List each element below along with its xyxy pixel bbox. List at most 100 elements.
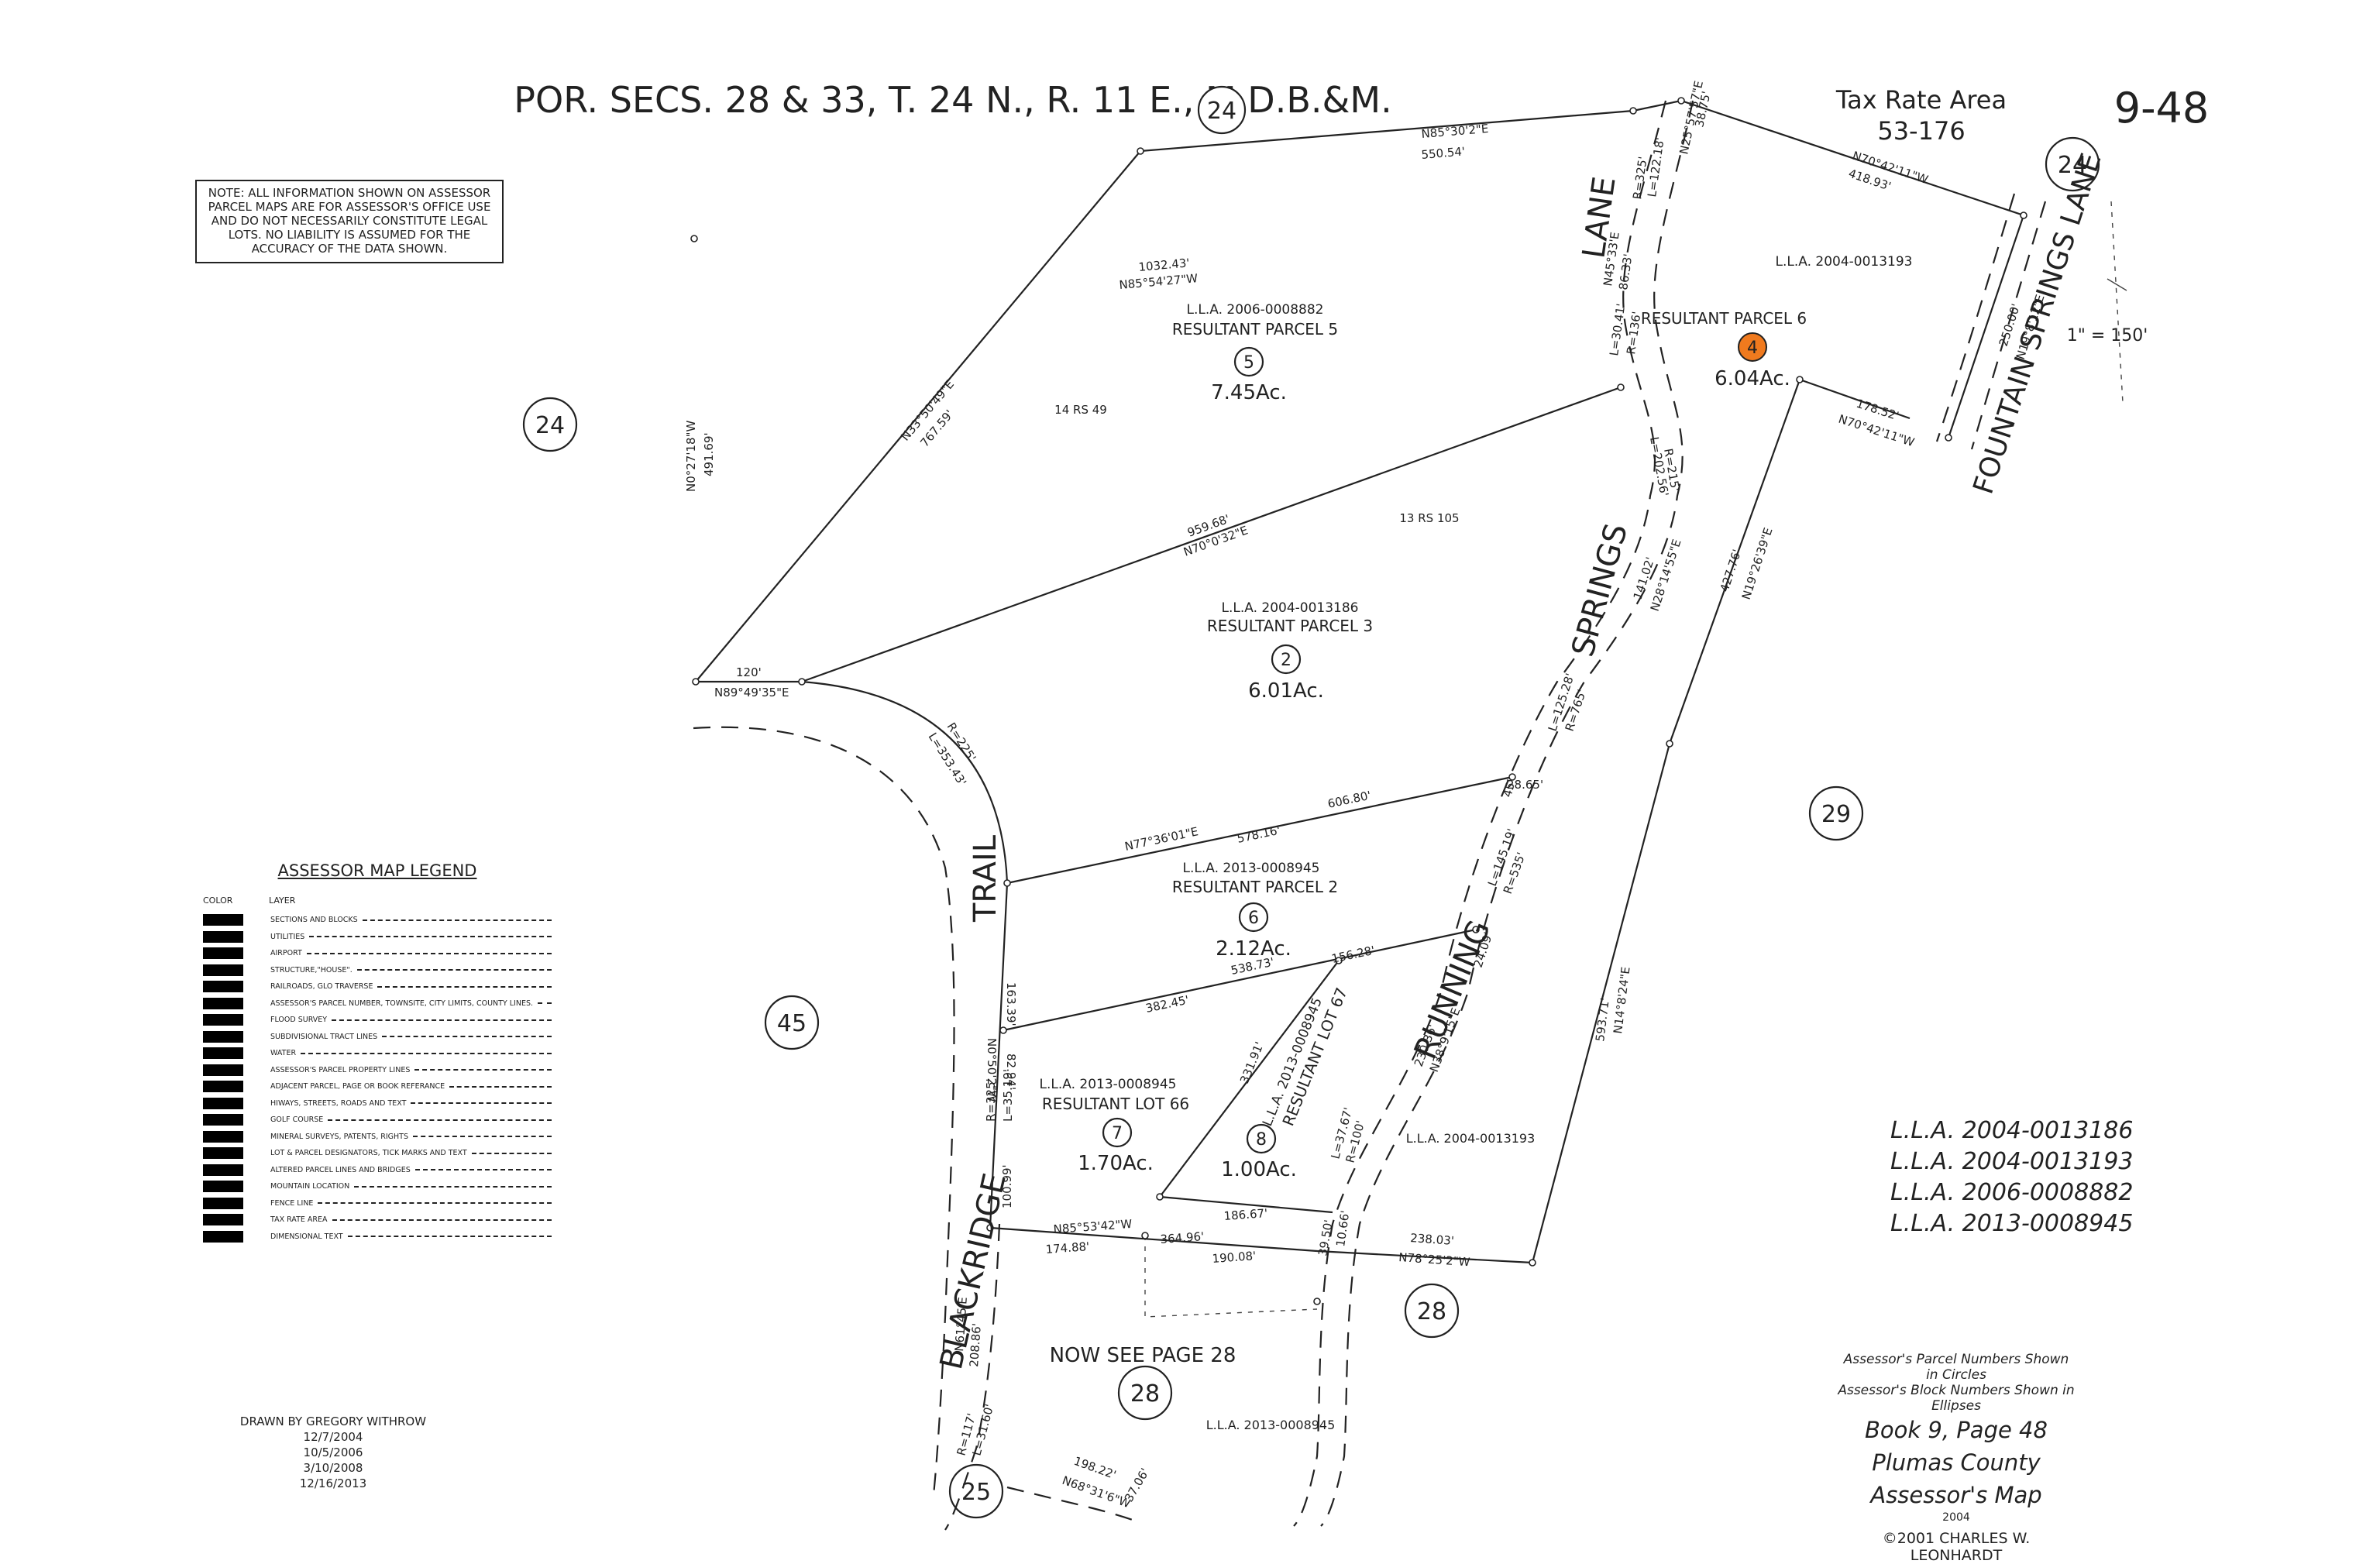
parcel-2-lla: L.L.A. 2013-0008945 — [1183, 861, 1320, 876]
legend-row: ASSESSOR'S PARCEL PROPERTY LINES — [203, 1062, 552, 1079]
legend-label: ASSESSOR'S PARCEL NUMBER, TOWNSITE, CITY… — [270, 999, 534, 1008]
legend-swatch — [203, 1114, 243, 1126]
svg-text:N61°45'E: N61°45'E — [952, 1297, 970, 1353]
road-label-springs: SPRINGS — [1565, 520, 1635, 660]
parcel-3[interactable]: L.L.A. 2004-0013186 RESULTANT PARCEL 3 2… — [1207, 600, 1373, 703]
lla-reference: L.L.A. 2013-0008945 — [1890, 1210, 2134, 1237]
legend-row: MINERAL SURVEYS, PATENTS, RIGHTS — [203, 1129, 552, 1146]
svg-text:L=35.19': L=35.19' — [1001, 1069, 1015, 1122]
legend-title: ASSESSOR MAP LEGEND — [277, 861, 477, 880]
parcel-5[interactable]: L.L.A. 2006-0008882 RESULTANT PARCEL 5 5… — [1172, 302, 1338, 404]
parcel-6-name: RESULTANT PARCEL 6 — [1641, 309, 1807, 328]
legend-line-pattern — [328, 1119, 552, 1121]
parcel-5-number: 5 — [1243, 353, 1254, 373]
legend-row: FENCE LINE — [203, 1195, 552, 1212]
block-circle-24-left: 24 — [522, 397, 578, 452]
lot-66[interactable]: L.L.A. 2013-0008945 RESULTANT LOT 66 7 1… — [1040, 1077, 1190, 1175]
svg-text:28.65': 28.65' — [1507, 778, 1543, 792]
legend-header: COLOR LAYER — [203, 895, 552, 906]
svg-text:427.76': 427.76' — [1718, 548, 1745, 593]
parcel-3-lla: L.L.A. 2004-0013186 — [1222, 600, 1359, 616]
svg-text:100.99': 100.99' — [1000, 1164, 1014, 1208]
lla-reference-list: L.L.A. 2004-0013186 L.L.A. 2004-0013193 … — [1890, 1115, 2133, 1239]
legend-label: GOLF COURSE — [270, 1115, 324, 1125]
lot-66-number: 7 — [1112, 1124, 1123, 1143]
parcel-3-number: 2 — [1281, 651, 1291, 670]
legend-label: WATER — [270, 1049, 297, 1058]
legend-line-pattern — [411, 1102, 552, 1105]
legend-line-pattern — [414, 1069, 552, 1071]
lot-66-name: RESULTANT LOT 66 — [1042, 1095, 1189, 1113]
legend-swatch — [203, 1047, 243, 1060]
legend-label: RAILROADS, GLO TRAVERSE — [270, 982, 373, 992]
legend-color-header: COLOR — [203, 895, 233, 906]
legend-swatch — [203, 981, 243, 993]
map-footer: Assessor's Parcel Numbers Shown in Circl… — [1836, 1352, 2076, 1564]
legend-swatch — [203, 930, 243, 943]
legend-line-pattern — [332, 1019, 552, 1021]
drawn-date: 12/7/2004 — [303, 1430, 363, 1444]
svg-text:186.67': 186.67' — [1223, 1206, 1268, 1223]
parcel-2-number: 6 — [1248, 909, 1259, 928]
svg-text:24: 24 — [2058, 152, 2087, 179]
legend-swatch — [203, 1064, 243, 1076]
svg-text:208.86': 208.86' — [967, 1323, 984, 1368]
legend-row: MOUNTAIN LOCATION — [203, 1178, 552, 1195]
svg-text:24: 24 — [1207, 98, 1236, 125]
svg-text:37.06': 37.06' — [1122, 1466, 1152, 1504]
svg-text:N19°26'39"E: N19°26'39"E — [1739, 526, 1776, 601]
svg-text:24: 24 — [535, 412, 565, 439]
legend-line-pattern — [332, 1219, 552, 1221]
legend-swatch — [203, 1130, 243, 1143]
drawn-by-name: DRAWN BY GREGORY WITHROW — [239, 1414, 427, 1428]
legend-swatch — [203, 947, 243, 960]
svg-text:593.71': 593.71' — [1593, 997, 1612, 1042]
legend-label: UTILITIES — [270, 932, 305, 941]
parcel-2[interactable]: L.L.A. 2013-0008945 RESULTANT PARCEL 2 6… — [1172, 861, 1338, 961]
legend-line-pattern — [309, 936, 552, 938]
legend-row: AIRPORT — [203, 945, 552, 962]
legend-row: RAILROADS, GLO TRAVERSE — [203, 978, 552, 995]
north-arrow-icon — [2107, 201, 2127, 404]
legend-line-pattern — [306, 952, 552, 954]
legend-line-pattern — [471, 1152, 552, 1154]
now-see-page-28[interactable]: NOW SEE PAGE 28 — [1050, 1344, 1236, 1367]
assessor-map-legend: ASSESSOR MAP LEGEND COLOR LAYER SECTIONS… — [203, 861, 552, 1245]
block-circle-24-top: 24 — [1197, 85, 1247, 135]
svg-text:156.28': 156.28' — [1330, 944, 1376, 966]
legend-swatch — [203, 1097, 243, 1109]
legend-row: STRUCTURE,"HOUSE". — [203, 962, 552, 979]
circles-note: Assessor's Parcel Numbers Shown in Circl… — [1843, 1352, 2069, 1383]
svg-text:163.39': 163.39' — [1004, 982, 1018, 1026]
block-circle-28: 28 — [1404, 1283, 1460, 1339]
svg-text:28: 28 — [1130, 1380, 1160, 1408]
legend-row: TAX RATE AREA — [203, 1212, 552, 1229]
legend-swatch — [203, 1014, 243, 1026]
drawn-date: 12/16/2013 — [299, 1476, 367, 1490]
legend-line-pattern — [377, 985, 552, 988]
parcel-6[interactable]: RESULTANT PARCEL 6 4 6.04Ac. L.L.A. 2004… — [1641, 254, 1913, 390]
map-year: 2004 — [1942, 1511, 1970, 1524]
svg-text:491.69': 491.69' — [702, 432, 716, 476]
legend-swatch — [203, 997, 243, 1009]
legend-line-pattern — [449, 1085, 552, 1088]
legend-line-pattern — [382, 1036, 552, 1038]
svg-text:174.88': 174.88' — [1045, 1239, 1090, 1256]
legend-label: ALTERED PARCEL LINES AND BRIDGES — [270, 1165, 411, 1174]
legend-row: GOLF COURSE — [203, 1112, 552, 1129]
legend-line-pattern — [362, 919, 552, 921]
svg-text:N77°36'01"E: N77°36'01"E — [1123, 824, 1199, 854]
legend-row: ALTERED PARCEL LINES AND BRIDGES — [203, 1162, 552, 1179]
legend-label: AIRPORT — [270, 949, 302, 958]
svg-text:N85°53'42"W: N85°53'42"W — [1053, 1217, 1133, 1236]
legend-label: SUBDIVISIONAL TRACT LINES — [270, 1032, 378, 1041]
copyright: ©2001 CHARLES W. LEONHARDT — [1882, 1530, 2031, 1564]
record-survey-14-rs-49: 14 RS 49 — [1054, 403, 1107, 417]
svg-text:29: 29 — [1821, 801, 1851, 828]
legend-label: MINERAL SURVEYS, PATENTS, RIGHTS — [270, 1132, 408, 1141]
legend-label: HIWAYS, STREETS, ROADS AND TEXT — [270, 1098, 407, 1108]
svg-text:N68°31'6"W: N68°31'6"W — [1061, 1473, 1133, 1511]
ellipses-note: Assessor's Block Numbers Shown in Ellips… — [1838, 1383, 2075, 1414]
